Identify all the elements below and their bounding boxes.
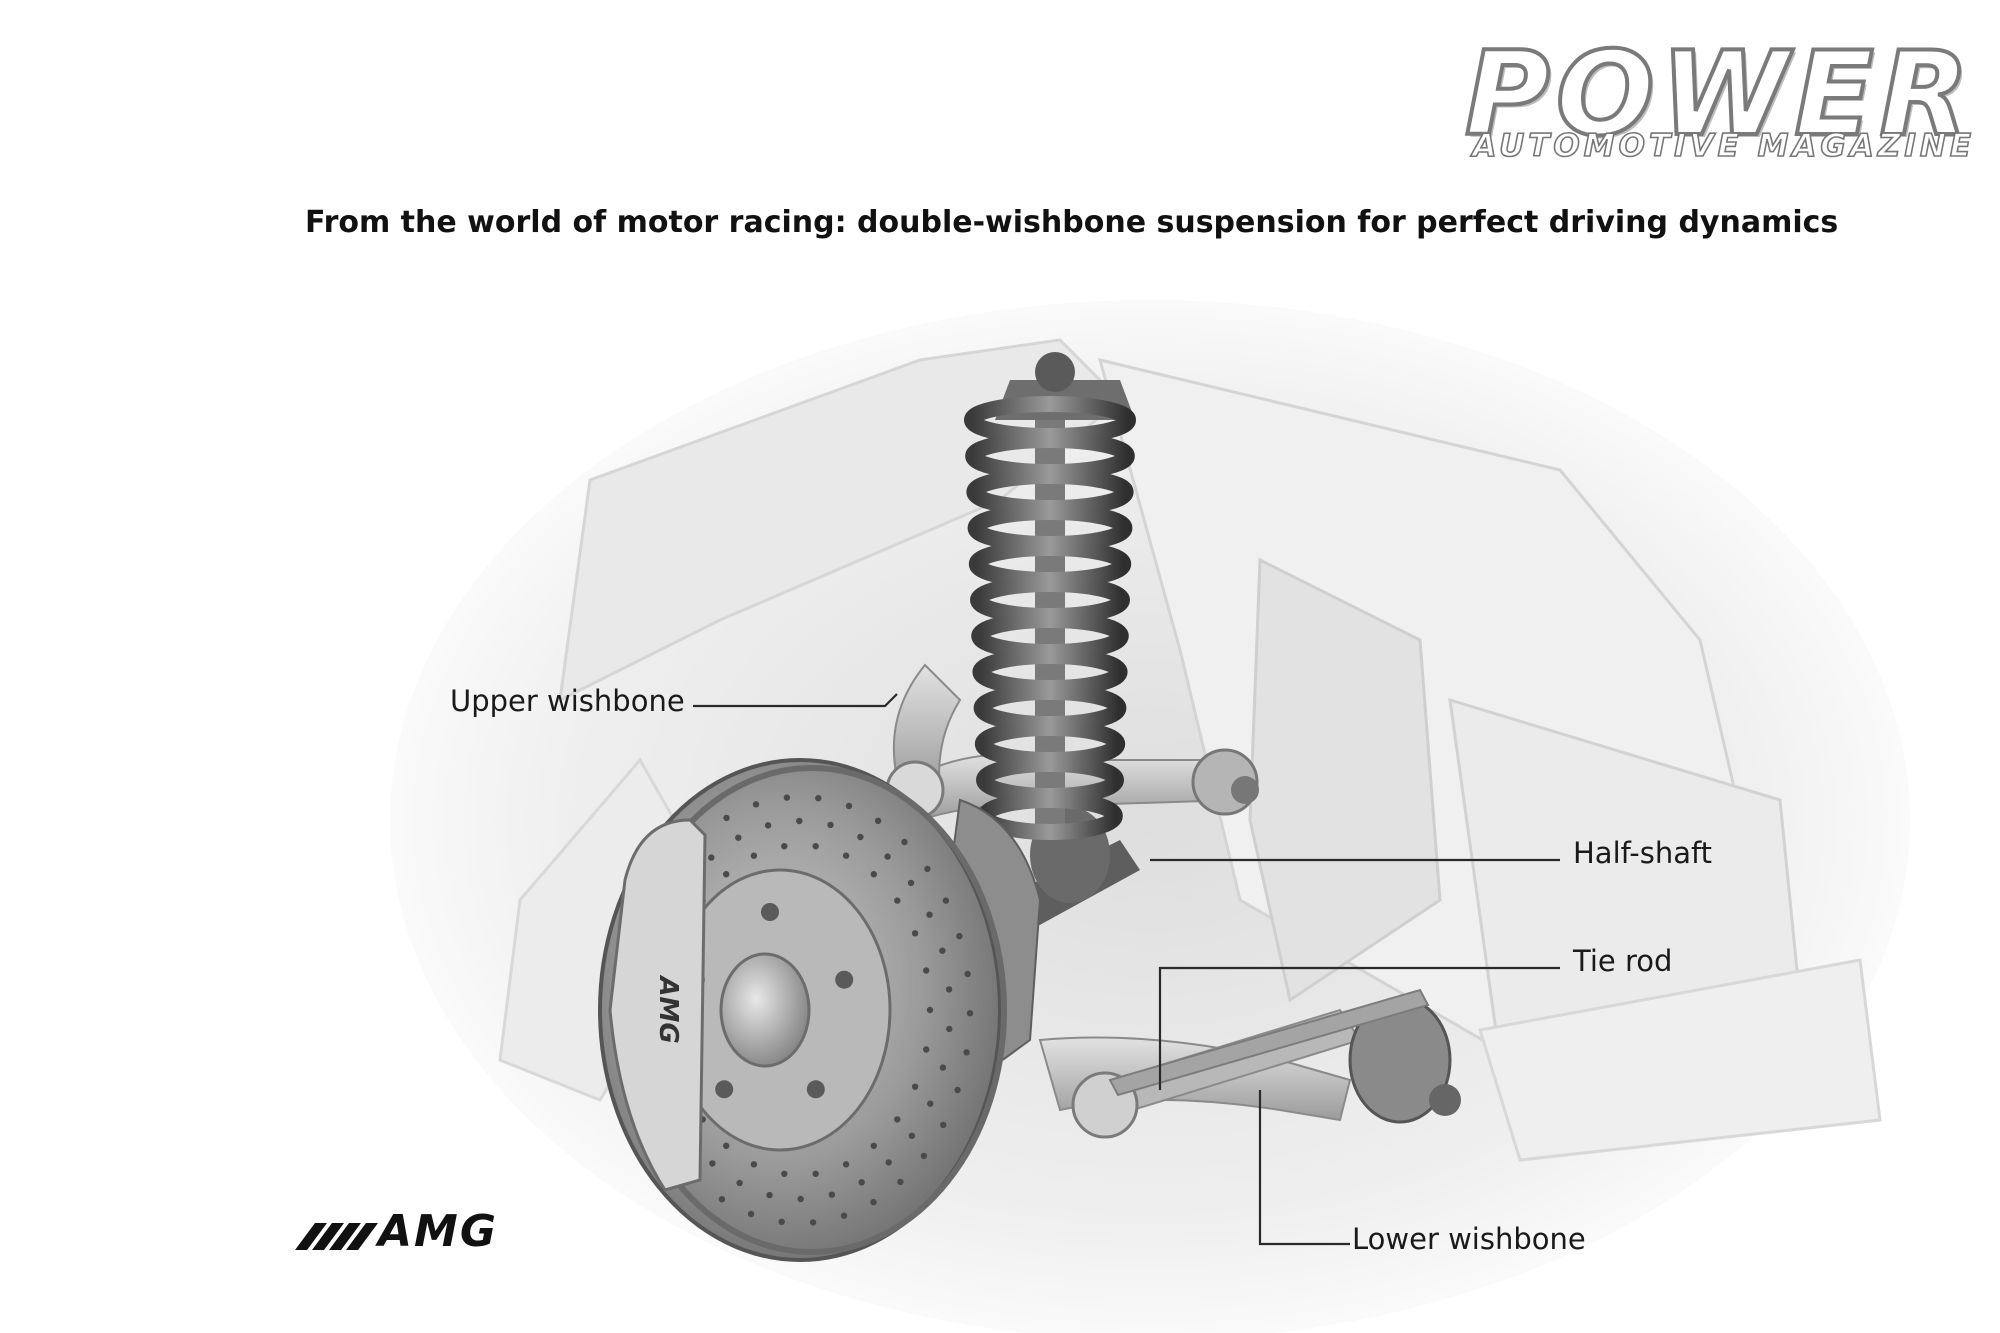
drill-hole — [908, 1132, 916, 1140]
tie-rod — [1108, 988, 1430, 1097]
drill-hole — [778, 1218, 785, 1226]
drill-hole — [946, 1025, 953, 1033]
drill-hole — [812, 843, 819, 850]
bolt-hole — [835, 970, 854, 989]
lower-wishbone-leader — [1258, 1090, 1350, 1246]
drill-hole — [870, 1142, 877, 1150]
drill-hole — [781, 843, 788, 850]
power-logo: POWER — [1463, 27, 1975, 162]
drill-hole — [963, 1049, 970, 1056]
amg-speed-stripes — [295, 1223, 378, 1250]
drill-hole — [923, 1046, 930, 1053]
drill-hole — [812, 1170, 819, 1178]
drill-hole — [708, 854, 715, 861]
drill-hole — [723, 1142, 730, 1150]
drill-hole — [911, 1083, 919, 1090]
drill-hole — [924, 865, 931, 873]
drill-hole — [939, 947, 946, 954]
drill-hole — [884, 853, 891, 860]
drill-hole — [927, 1100, 934, 1107]
drill-hole — [926, 1006, 934, 1014]
drill-hole — [966, 1010, 974, 1017]
drill-hole — [920, 1152, 928, 1160]
drill-hole — [840, 1212, 848, 1219]
label-tie-rod: Tie rod — [1573, 944, 1673, 978]
drill-hole — [894, 1116, 901, 1123]
drill-hole — [939, 1064, 947, 1071]
drill-hole — [845, 802, 853, 810]
bolt-hole — [806, 1080, 825, 1099]
drill-hole — [750, 1161, 758, 1168]
tie-rod-leader — [1158, 966, 1560, 1090]
drill-hole — [926, 911, 933, 918]
drill-hole — [723, 814, 730, 822]
power-logo-tagline: AUTOMOTIVE MAGAZINE — [1472, 127, 1975, 165]
drill-hole — [783, 794, 791, 801]
drill-hole — [942, 897, 950, 904]
drill-hole — [911, 930, 919, 937]
drill-hole — [907, 879, 915, 887]
diagram-title: From the world of motor racing: double-w… — [305, 205, 1839, 240]
drill-hole — [897, 1178, 904, 1186]
drill-hole — [709, 1160, 716, 1167]
drill-hole — [842, 852, 850, 859]
coil-spring-strut — [964, 352, 1136, 840]
drill-hole — [796, 817, 803, 825]
drill-hole — [857, 833, 864, 841]
bolt-hole — [715, 1080, 734, 1099]
label-lower-wishbone: Lower wishbone — [1352, 1222, 1586, 1256]
caliper-amg-label: AMG — [653, 974, 683, 1043]
bolt-hole — [761, 903, 779, 921]
label-upper-wishbone: Upper wishbone — [450, 684, 685, 718]
drill-hole — [858, 1179, 865, 1186]
drill-hole — [874, 817, 882, 824]
drill-hole — [827, 821, 834, 829]
drill-hole — [842, 1161, 850, 1168]
drill-hole — [723, 871, 730, 878]
drill-hole — [815, 795, 822, 802]
drill-hole — [809, 1219, 817, 1226]
drill-hole — [885, 1159, 892, 1166]
amg-logo: AMG — [378, 1206, 498, 1257]
drill-hole — [736, 1179, 743, 1187]
upper-wishbone-leader — [693, 693, 898, 708]
drill-hole — [923, 967, 930, 974]
drill-hole — [766, 1191, 773, 1199]
drill-hole — [781, 1170, 788, 1178]
drill-hole — [870, 871, 877, 878]
drill-hole — [894, 897, 901, 904]
drill-hole — [735, 834, 742, 841]
drill-hole — [718, 1196, 726, 1203]
drill-hole — [764, 822, 772, 829]
spring-coils — [964, 396, 1136, 840]
drill-hole — [797, 1195, 804, 1203]
drill-hole — [954, 1086, 961, 1094]
drill-hole — [964, 970, 971, 978]
drill-hole — [752, 801, 760, 808]
drill-hole — [945, 986, 953, 993]
leader-lines — [693, 693, 1560, 1246]
label-half-shaft: Half-shaft — [1573, 836, 1713, 870]
brake-caliper: AMG — [608, 818, 707, 1192]
drill-hole — [940, 1121, 947, 1129]
drill-hole — [870, 1198, 877, 1206]
drill-hole — [750, 852, 758, 859]
drill-hole — [828, 1191, 836, 1198]
drill-hole — [956, 932, 963, 940]
drill-hole — [901, 838, 908, 846]
drill-hole — [747, 1210, 755, 1218]
car-body-background — [390, 300, 1910, 1333]
